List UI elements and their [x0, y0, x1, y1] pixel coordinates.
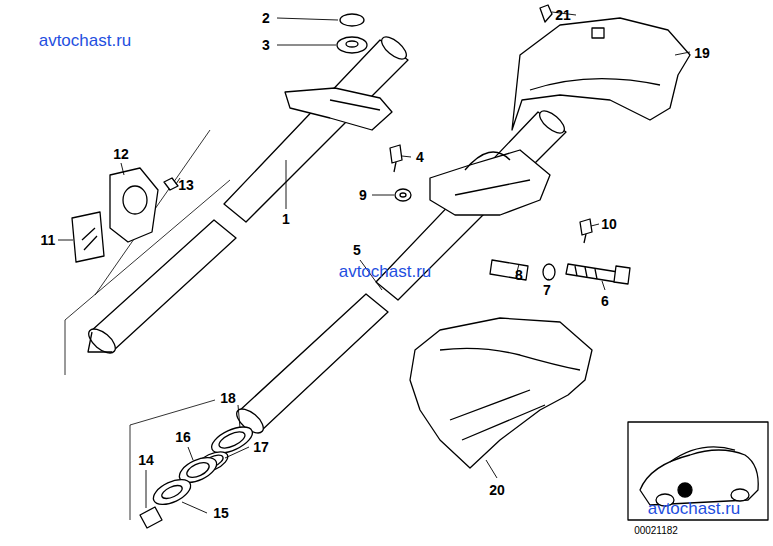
callout-number: 1: [282, 212, 290, 226]
watermark: avtochast.ru: [648, 500, 741, 517]
callout-number: 21: [555, 8, 571, 22]
callout-number: 4: [416, 150, 424, 164]
callout-number: 5: [353, 243, 361, 257]
callout-number: 7: [543, 283, 551, 297]
callout-number: 14: [138, 453, 154, 467]
watermark: avtochast.ru: [339, 263, 432, 280]
callout-number: 12: [113, 147, 129, 161]
callout-number: 16: [175, 430, 191, 444]
callout-number: 15: [213, 506, 229, 520]
callout-number: 18: [220, 391, 236, 405]
callout-number: 9: [359, 188, 367, 202]
callout-number: 19: [694, 46, 710, 60]
callout-number: 6: [601, 294, 609, 308]
callout-number: 2: [262, 11, 270, 25]
watermark: avtochast.ru: [39, 32, 132, 49]
callout-number: 11: [41, 233, 56, 247]
callout-number: 20: [489, 483, 505, 497]
callout-number: 17: [253, 440, 269, 454]
diagram-code: 00021182: [634, 526, 678, 536]
callout-number: 13: [178, 178, 194, 192]
callout-number: 3: [262, 38, 270, 52]
callout-number: 8: [515, 268, 523, 282]
callout-number: 10: [601, 217, 617, 231]
